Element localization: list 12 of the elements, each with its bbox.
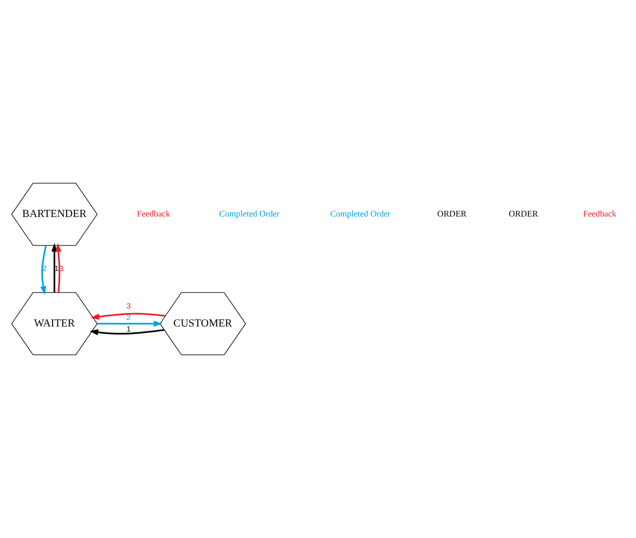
label: Feedback bbox=[583, 208, 616, 218]
label: ORDER bbox=[508, 208, 538, 218]
label: ORDER bbox=[437, 208, 467, 218]
arrow bbox=[55, 243, 62, 293]
label: Feedback bbox=[136, 208, 170, 218]
arrow bbox=[90, 312, 166, 320]
label: Completed Order bbox=[219, 208, 280, 218]
arrow bbox=[51, 243, 58, 292]
arrow bbox=[40, 245, 47, 295]
arrow bbox=[90, 329, 164, 336]
label: Completed Order bbox=[330, 208, 391, 218]
arrow bbox=[97, 320, 162, 327]
